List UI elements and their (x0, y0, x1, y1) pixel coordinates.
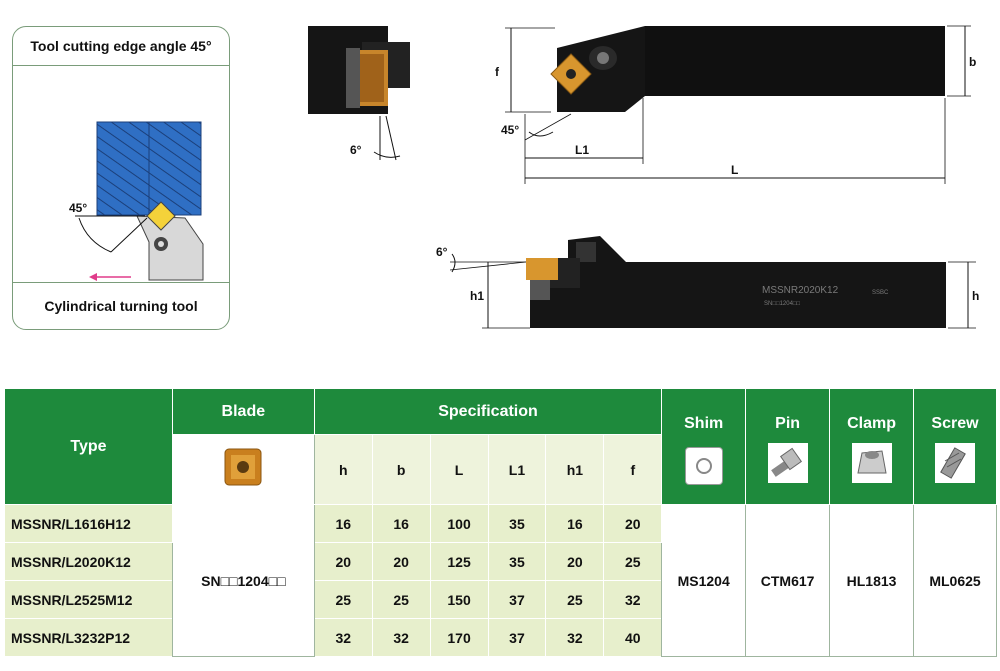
cell-h: 32 (313, 618, 373, 657)
tool-holder-shape (136, 215, 204, 281)
cell-f: 32 (603, 580, 663, 619)
table-row: MSSNR/L3232P12 32 32 170 37 32 40 (4, 618, 997, 657)
pin-value: CTM617 (745, 504, 831, 657)
cell-b: 16 (371, 504, 431, 543)
dim-h1-label: h1 (470, 289, 484, 303)
spec-col-L: L (429, 434, 489, 505)
row-type: MSSNR/L2525M12 (4, 580, 173, 619)
dim-h-label: h (972, 289, 979, 303)
header-specification: Specification (313, 388, 663, 435)
cell-h: 20 (313, 542, 373, 581)
spec-col-f: f (603, 434, 663, 505)
dim-L1-label: L1 (575, 143, 589, 157)
cell-f: 40 (603, 618, 663, 657)
blade-insert-icon (224, 448, 262, 486)
cell-b: 20 (371, 542, 431, 581)
insert-shape (146, 201, 176, 231)
header-clamp: Clamp (829, 388, 914, 505)
screw-value: ML0625 (913, 504, 997, 657)
dim-f-label: f (495, 65, 500, 79)
front-view-drawing: 6° (308, 26, 410, 161)
header-screw: Screw (913, 388, 997, 505)
dim-b-label: b (969, 55, 976, 69)
holder-marking-small: SN□□1204□□ (764, 301, 801, 307)
cell-h1: 32 (545, 618, 605, 657)
cell-L1: 35 (487, 504, 547, 543)
cell-h: 25 (313, 580, 373, 619)
cell-b: 25 (371, 580, 431, 619)
clamp-value: HL1813 (829, 504, 914, 657)
row-type: MSSNR/L3232P12 (4, 618, 173, 657)
cell-L1: 35 (487, 542, 547, 581)
header-type: Type (4, 388, 173, 505)
shim-value: MS1204 (661, 504, 747, 657)
dim-angle-label: 45° (501, 123, 519, 137)
cell-L: 150 (429, 580, 489, 619)
cylindrical-turning-diagram: 45° (69, 121, 204, 281)
cell-h1: 25 (545, 580, 605, 619)
cell-L: 170 (429, 618, 489, 657)
table-row: MSSNR/L1616H12 SN□□1204□□ 16 16 100 35 1… (4, 504, 997, 657)
dim-L-label: L (731, 163, 738, 177)
table-row: MSSNR/L2525M12 25 25 150 37 25 32 (4, 580, 997, 619)
cell-h1: 20 (545, 542, 605, 581)
cell-L: 100 (429, 504, 489, 543)
blade-value: SN□□1204□□ (171, 504, 315, 657)
spec-col-h1: h1 (545, 434, 605, 505)
holder-side-shape (530, 262, 946, 328)
cell-L1: 37 (487, 580, 547, 619)
spec-col-L1: L1 (487, 434, 547, 505)
header-pin: Pin (745, 388, 831, 505)
front-angle-label: 6° (350, 143, 362, 157)
header-shim: Shim (661, 388, 747, 505)
insert-side-shape (526, 258, 558, 280)
panel-caption: Cylindrical turning tool (13, 282, 229, 329)
side-angle-label: 6° (436, 245, 448, 259)
pin-label: Pin (775, 415, 801, 432)
clamp-icon (851, 443, 892, 483)
row-type: MSSNR/L2020K12 (4, 542, 173, 581)
screw-label: Screw (931, 415, 979, 432)
cell-h: 16 (313, 504, 373, 543)
top-view-drawing: f b 45° L1 L (495, 25, 976, 184)
shim-icon (684, 447, 723, 485)
spec-col-b: b (371, 434, 431, 505)
header-blade: Blade (171, 388, 315, 435)
cell-h1: 16 (545, 504, 605, 543)
side-view-drawing: MSSNR2020K12 SN□□1204□□ SSBC 6° h1 h (436, 236, 979, 329)
blade-image-cell (171, 434, 315, 505)
shim-label: Shim (684, 415, 724, 432)
panel-title: Tool cutting edge angle 45° (13, 27, 229, 66)
cell-f: 25 (603, 542, 663, 581)
pin-icon (767, 443, 808, 483)
angle-label: 45° (69, 201, 87, 215)
cell-L: 125 (429, 542, 489, 581)
spec-col-h: h (313, 434, 373, 505)
row-type: MSSNR/L1616H12 (4, 504, 173, 543)
holder-marking: MSSNR2020K12 (762, 285, 839, 296)
clamp-label: Clamp (847, 415, 896, 432)
cell-f: 20 (603, 504, 663, 543)
brand-logo: SSBC (872, 290, 889, 296)
specification-table: Type Blade Specification Shim Pin Clamp … (4, 388, 997, 657)
cell-b: 32 (371, 618, 431, 657)
tool-angle-panel: Tool cutting edge angle 45° 45° Cylindri… (12, 26, 230, 330)
cell-L1: 37 (487, 618, 547, 657)
screw-icon (935, 443, 975, 483)
table-row: MSSNR/L2020K12 20 20 125 35 20 25 (4, 542, 997, 581)
